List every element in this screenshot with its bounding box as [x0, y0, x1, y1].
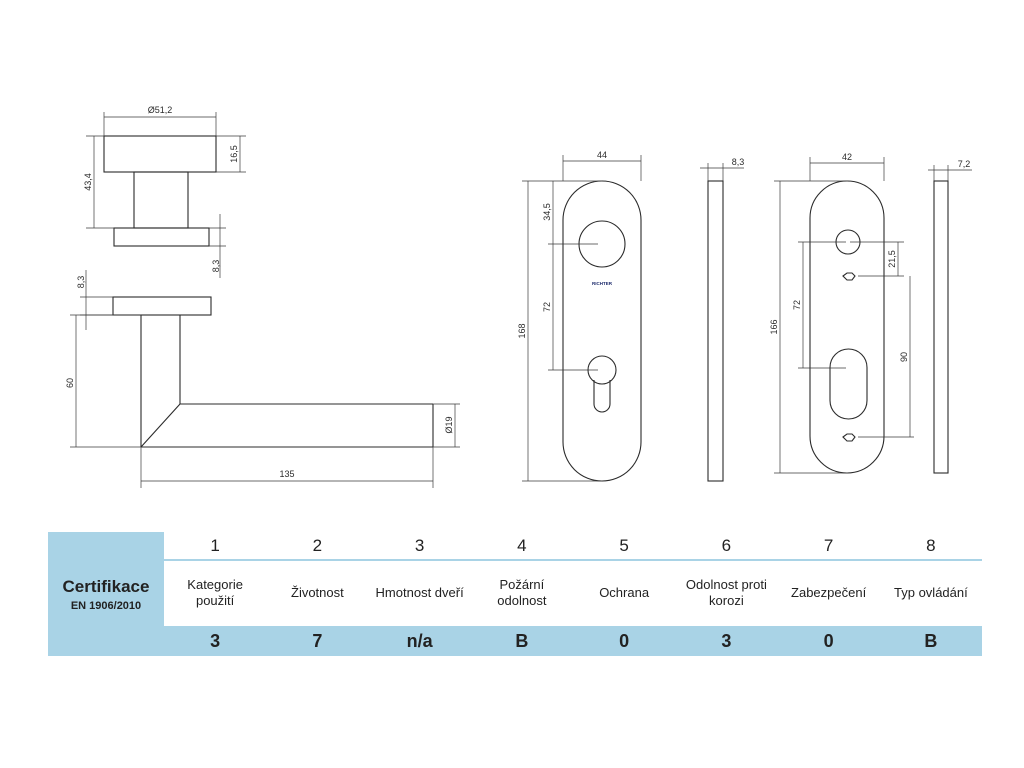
cert-value: B	[924, 631, 938, 651]
cert-value-row: 3 7 n/a B 0 3 0 B	[164, 626, 982, 656]
cert-value: 0	[823, 631, 834, 651]
certification-table: Certifikace EN 1906/2010 1 2 3 4 5 6 7 8…	[48, 532, 982, 656]
lever-view: 8,3 60 Ø19 135	[65, 270, 460, 488]
cert-label-row: Kategorie použití Životnost Hmotnost dve…	[164, 562, 982, 624]
cert-num: 1	[210, 536, 220, 555]
cert-label: Kategorie použití	[187, 577, 243, 608]
plate-1-side: 8,3	[700, 157, 745, 482]
cert-label: Ochrana	[599, 585, 650, 600]
plate-2-side: 7,2	[928, 159, 972, 474]
cert-label: Zabezpečení	[791, 585, 867, 600]
dim-plate1-height: 168	[517, 323, 527, 338]
cert-number-row: 1 2 3 4 5 6 7 8	[164, 532, 982, 560]
cert-num: 4	[517, 536, 527, 555]
brand-logo: RICHTER	[592, 281, 613, 286]
rose-view: Ø51,2 16,5 43,4 8,3	[83, 105, 246, 278]
cert-value: 0	[619, 631, 630, 651]
dim-rose-base: 8,3	[211, 260, 221, 273]
plate-1-front: RICHTER 44 168 34,5 72	[517, 150, 642, 482]
dim-rose-diameter: Ø51,2	[148, 105, 173, 115]
dim-plate2-height: 166	[769, 319, 779, 334]
dim-plate1-hole-offset: 34,5	[542, 203, 552, 221]
cert-num: 3	[414, 536, 425, 555]
cert-num: 2	[312, 536, 323, 555]
cert-divider	[164, 559, 982, 561]
dim-plate1-spacing: 72	[542, 302, 552, 312]
cert-subtitle: EN 1906/2010	[70, 599, 142, 612]
cert-num: 5	[619, 536, 629, 555]
cert-value: 3	[721, 631, 732, 651]
dim-plate1-thickness: 8,3	[732, 157, 745, 167]
cert-num: 7	[823, 536, 834, 555]
dim-plate1-width: 44	[597, 150, 607, 160]
dim-lever-rose: 8,3	[76, 276, 86, 289]
cert-header: Certifikace EN 1906/2010	[48, 532, 164, 656]
plate-2-front: 42 166 72 21,5 90	[769, 152, 914, 474]
cert-num: 6	[721, 536, 732, 555]
cert-label: Životnost	[291, 585, 344, 600]
cert-value: 7	[312, 631, 323, 651]
cert-num: 8	[926, 536, 936, 555]
dim-lever-height: 60	[65, 378, 75, 388]
dim-plate2-screws: 90	[899, 352, 909, 362]
dim-total-height: 43,4	[83, 173, 93, 191]
dim-plate2-top: 21,5	[887, 250, 897, 268]
cert-value: B	[515, 631, 529, 651]
cert-value: n/a	[406, 631, 433, 651]
dim-plate2-spacing: 72	[792, 300, 802, 310]
cert-label: Typ ovládání	[894, 585, 968, 600]
cert-value: 3	[210, 631, 221, 651]
dim-lever-length: 135	[279, 469, 294, 479]
cert-label: Odolnost proti korozi	[685, 577, 767, 608]
technical-drawing: Ø51,2 16,5 43,4 8,3 8,3 60	[65, 105, 972, 488]
cert-label: Požární odolnost	[497, 577, 547, 608]
dim-lever-diameter: Ø19	[444, 416, 454, 433]
dim-plate2-width: 42	[842, 152, 852, 162]
cert-label: Hmotnost dveří	[375, 585, 464, 600]
dim-rose-height: 16,5	[229, 145, 239, 163]
cert-title: Certifikace	[62, 576, 150, 596]
dim-plate2-thickness: 7,2	[958, 159, 971, 169]
